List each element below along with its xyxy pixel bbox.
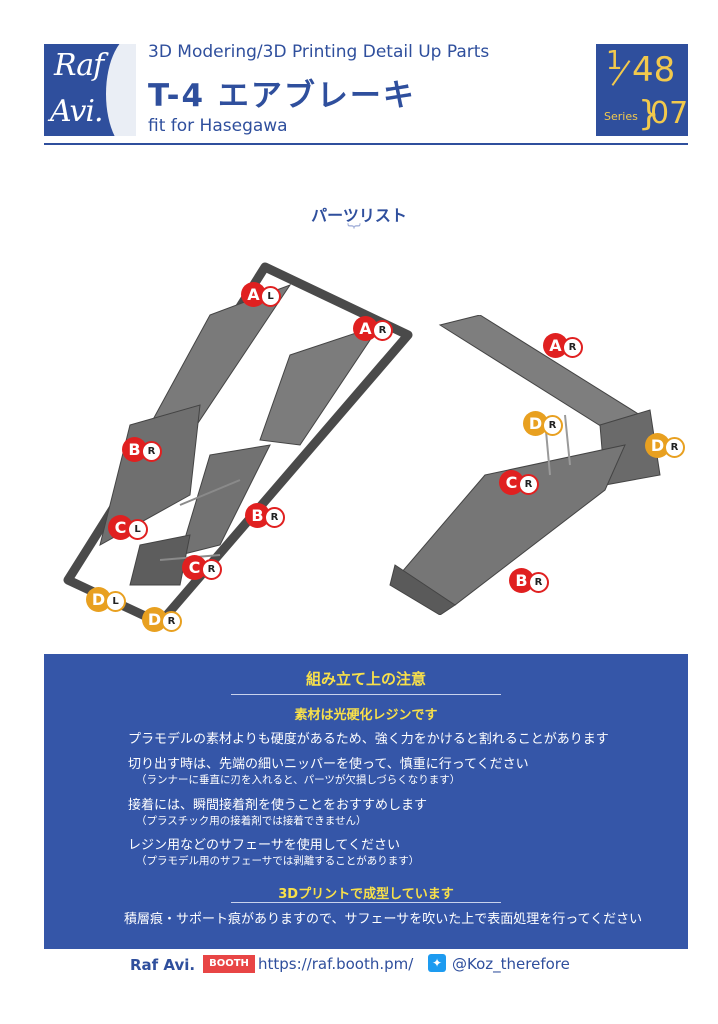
part-tag-AR: A R: [353, 316, 393, 342]
series-number: 07: [650, 96, 689, 131]
twitter-icon: ✦: [428, 954, 446, 972]
logo-text-raf: Raf: [54, 48, 104, 83]
assembly-tag-CR: C R: [499, 470, 539, 496]
part-side: L: [127, 519, 148, 540]
title-brace-ornament: }: [345, 221, 362, 231]
scale-badge: 1 48 Series } 07: [596, 44, 688, 136]
part-side: R: [528, 572, 549, 593]
part-side: R: [664, 437, 685, 458]
subtitle: 3D Modering/3D Printing Detail Up Parts: [148, 42, 490, 62]
part-side: R: [542, 415, 563, 436]
scale-denominator: 48: [632, 50, 676, 90]
booth-url-link[interactable]: https://raf.booth.pm/: [258, 955, 414, 973]
part-tag-DR: D R: [142, 607, 182, 633]
part-tag-CR: C R: [182, 555, 222, 581]
notes-section-3dprint: 3Dプリントで成型しています: [278, 887, 454, 902]
note-line-hardness: プラモデルの素材よりも硬度があるため、強く力をかけると割れることがあります: [128, 732, 609, 747]
scale-numerator: 1: [606, 46, 623, 76]
note-line-glue: 接着には、瞬間接着剤を使うことをおすすめします: [128, 798, 428, 813]
part-side: R: [518, 474, 539, 495]
part-side: R: [161, 611, 182, 632]
assembly-tag-BR: B R: [509, 568, 549, 594]
twitter-handle-link[interactable]: @Koz_therefore: [452, 955, 570, 973]
page-title: T-4 エアブレーキ: [148, 78, 416, 114]
part-tag-AL: A L: [241, 282, 281, 308]
part-tag-CL: C L: [108, 515, 148, 541]
note-sub-glue: （プラスチック用の接着剤では接着できません）: [136, 815, 367, 827]
series-brace: }: [638, 94, 660, 134]
assembly-tag-AR: A R: [543, 333, 583, 359]
series-label: Series: [604, 110, 638, 123]
part-side: R: [141, 441, 162, 462]
booth-badge: BOOTH: [203, 955, 255, 973]
note-line-surfacer: レジン用などのサフェーサを使用してください: [128, 838, 400, 853]
part-side: R: [372, 320, 393, 341]
part-side: R: [264, 507, 285, 528]
assembly-tag-DR-1: D R: [523, 411, 563, 437]
note-line-layers: 積層痕・サポート痕がありますので、サフェーサを吹いた上で表面処理を行ってください: [124, 912, 643, 927]
note-line-cutting: 切り出す時は、先端の細いニッパーを使って、慎重に行ってください: [128, 757, 529, 772]
note-sub-cutting: （ランナーに垂直に刃を入れると、パーツが欠損しづらくなります）: [136, 774, 461, 786]
header-divider: [44, 143, 688, 145]
logo-swoosh: [106, 44, 136, 136]
part-tag-BR-1: B R: [122, 437, 162, 463]
assembly-notes-panel: 組み立て上の注意 素材は光硬化レジンです プラモデルの素材よりも硬度があるため、…: [44, 654, 688, 948]
notes-divider: [231, 694, 501, 695]
notes-divider-2: [231, 902, 501, 903]
part-side: R: [201, 559, 222, 580]
part-tag-DL: D L: [86, 587, 126, 613]
part-side: L: [260, 286, 281, 307]
assembled-airbrake-illustration: [389, 315, 661, 615]
footer-divider: [44, 948, 688, 949]
brand-logo: Raf Avi.: [44, 44, 136, 136]
part-tag-BR-2: B R: [245, 503, 285, 529]
parts-list-title: パーツリスト: [311, 206, 407, 225]
logo-text-avi: Avi.: [50, 94, 104, 129]
notes-title: 組み立て上の注意: [305, 670, 426, 688]
note-sub-surfacer: （プラモデル用のサフェーサでは剥離することがあります）: [136, 855, 420, 867]
part-side: R: [562, 337, 583, 358]
runner-parts-illustration: [63, 262, 413, 628]
notes-section-material: 素材は光硬化レジンです: [294, 708, 438, 723]
part-side: L: [105, 591, 126, 612]
assembly-tag-DR-2: D R: [645, 433, 685, 459]
footer-brand: Raf Avi.: [130, 956, 196, 974]
part-letter: D: [645, 433, 670, 458]
fit-note: fit for Hasegawa: [148, 116, 288, 136]
